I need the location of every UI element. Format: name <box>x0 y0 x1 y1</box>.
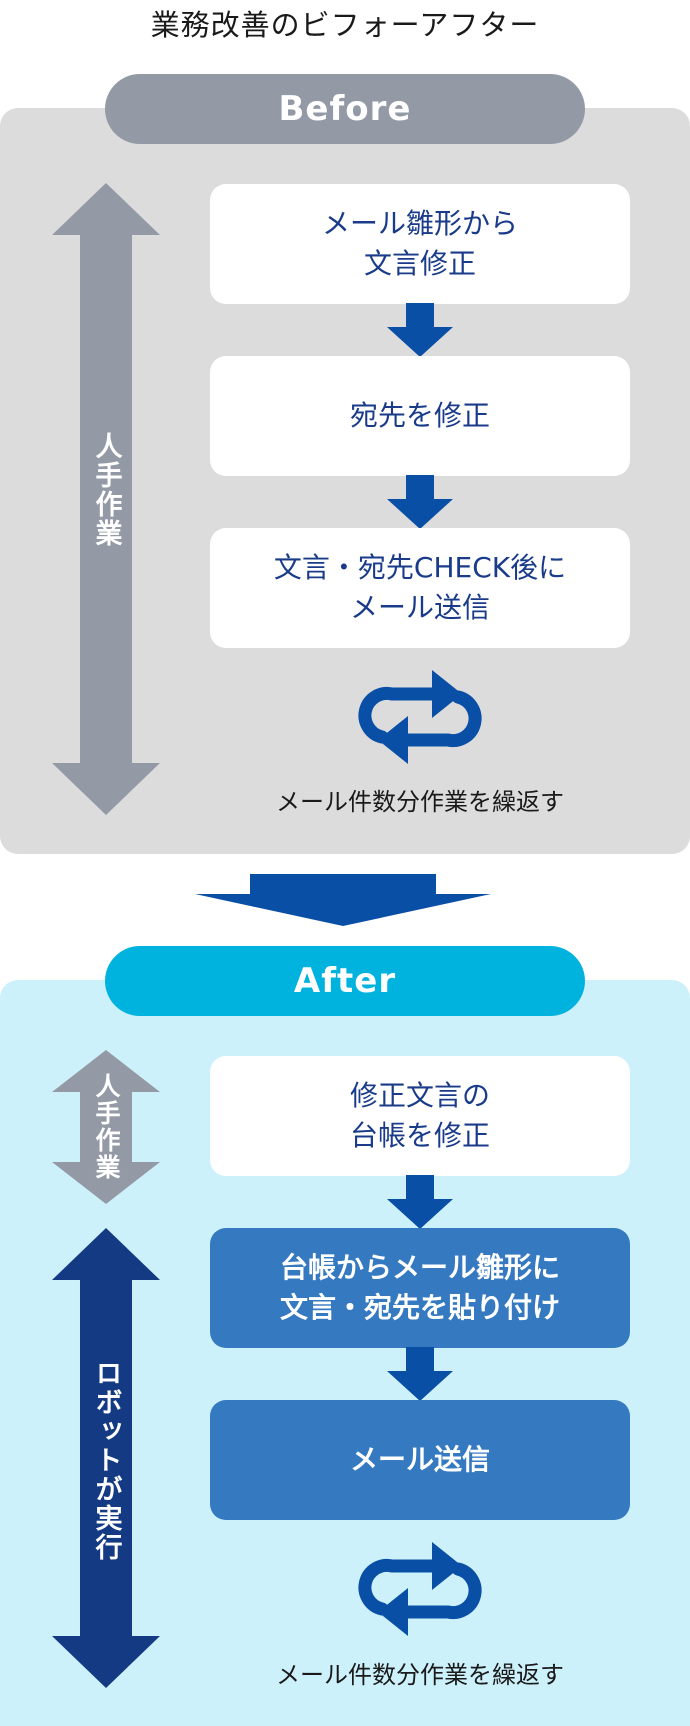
transition-arrow <box>195 874 491 926</box>
before-step-1: メール雛形から 文言修正 <box>210 184 630 304</box>
before-step-3: 文言・宛先CHECK後に メール送信 <box>210 528 630 648</box>
repeat-cycle-icon <box>358 1542 482 1636</box>
after-flow-arrow-2 <box>387 1347 453 1401</box>
after-step-1: 修正文言の 台帳を修正 <box>210 1056 630 1176</box>
before-label: Before <box>105 74 585 144</box>
repeat-cycle-icon <box>358 670 482 764</box>
after-manual-label: 人手作業 <box>80 1052 132 1202</box>
manual-work-double-arrow <box>52 183 160 815</box>
after-repeat-text: メール件数分作業を繰返す <box>276 1661 564 1689</box>
before-flow-arrow-2 <box>387 475 453 529</box>
before-repeat-text: メール件数分作業を繰返す <box>276 788 564 816</box>
diagram-title: 業務改善のビフォーアフター <box>150 8 540 42</box>
robot-execution-double-arrow <box>52 1228 160 1688</box>
after-manual-text: 人手作業 <box>92 1073 121 1181</box>
after-step-2: 台帳からメール雛形に 文言・宛先を貼り付け <box>210 1228 630 1348</box>
before-step-2: 宛先を修正 <box>210 356 630 476</box>
after-label: After <box>105 946 585 1016</box>
robot-execution-text: ロボットが実行 <box>90 1358 122 1562</box>
after-step-3: メール送信 <box>210 1400 630 1520</box>
robot-execution-label: ロボットが実行 <box>80 1340 132 1580</box>
manual-work-label: 人手作業 <box>80 410 132 570</box>
manual-work-text: 人手作業 <box>90 432 122 548</box>
manual-work-short-arrow <box>52 1050 160 1204</box>
before-flow-arrow-1 <box>387 303 453 357</box>
after-flow-arrow-1 <box>387 1175 453 1229</box>
